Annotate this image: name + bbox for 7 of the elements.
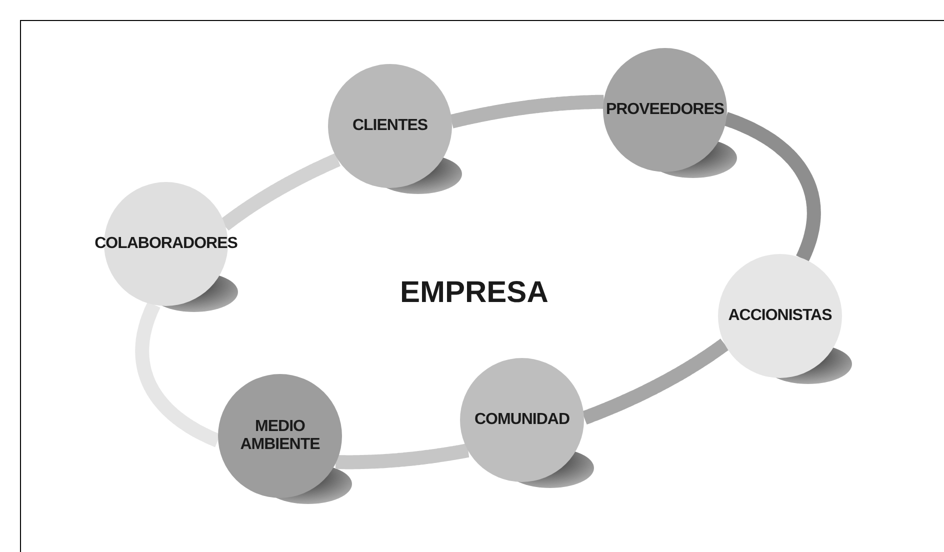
stakeholder-label: MEDIO AMBIENTE — [239, 418, 321, 454]
center-title: EMPRESA — [400, 276, 548, 310]
stakeholder-label: COMUNIDAD — [474, 411, 570, 429]
stakeholder-label: ACCIONISTAS — [728, 307, 832, 325]
stakeholder-label: PROVEEDORES — [606, 101, 724, 119]
stakeholder-label: CLIENTES — [352, 117, 428, 135]
stakeholder-label: COLABORADORES — [94, 235, 238, 253]
